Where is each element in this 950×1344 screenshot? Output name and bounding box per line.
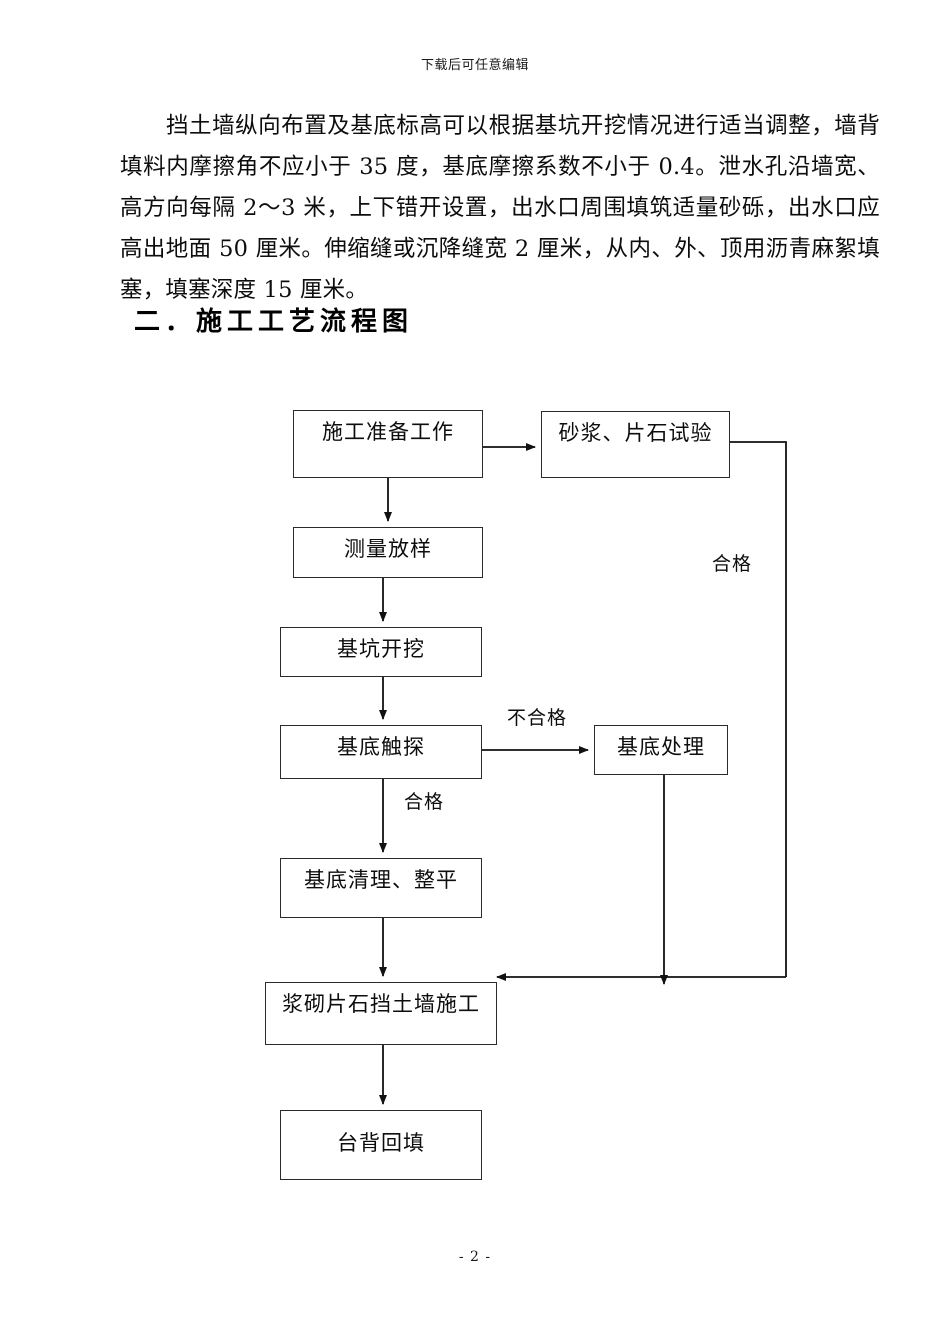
page-header: 下载后可任意编辑	[420, 58, 529, 73]
flow-node-label: 基底触探	[337, 735, 425, 759]
flow-node-backfill[interactable]: 台背回填	[280, 1110, 482, 1180]
flow-node-label: 测量放样	[344, 537, 432, 561]
flow-node-label: 基底清理、整平	[304, 868, 458, 892]
flow-node-survey[interactable]: 测量放样	[293, 527, 483, 578]
edge-label-qualified-down: 合格	[404, 791, 445, 813]
flow-node-label: 基底处理	[617, 735, 705, 759]
flow-node-excavation[interactable]: 基坑开挖	[280, 627, 482, 677]
flow-node-label: 砂浆、片石试验	[558, 421, 713, 445]
page-footer: - 2 -	[458, 1249, 492, 1265]
edge-mortar-test-return-path	[730, 441, 787, 977]
flow-node-treatment[interactable]: 基底处理	[594, 725, 728, 775]
page-title: 二．施工工艺流程图	[134, 307, 414, 337]
flow-node-mortar-test[interactable]: 砂浆、片石试验	[541, 411, 730, 478]
flow-node-label: 施工准备工作	[322, 420, 454, 444]
flow-node-cleanup[interactable]: 基底清理、整平	[280, 858, 482, 918]
flow-node-label: 基坑开挖	[337, 637, 425, 661]
edge-label-unqualified: 不合格	[507, 707, 568, 729]
body-paragraph: 挡土墙纵向布置及基底标高可以根据基坑开挖情况进行适当调整，墙背填料内摩擦角不应小…	[120, 113, 880, 303]
flow-node-probe[interactable]: 基底触探	[280, 725, 482, 779]
flow-node-prep[interactable]: 施工准备工作	[293, 410, 483, 478]
flow-node-label: 台背回填	[337, 1131, 425, 1155]
edge-label-qualified-right: 合格	[712, 553, 753, 575]
flow-node-label: 浆砌片石挡土墙施工	[282, 992, 480, 1016]
flow-node-wall-build[interactable]: 浆砌片石挡土墙施工	[265, 982, 497, 1045]
